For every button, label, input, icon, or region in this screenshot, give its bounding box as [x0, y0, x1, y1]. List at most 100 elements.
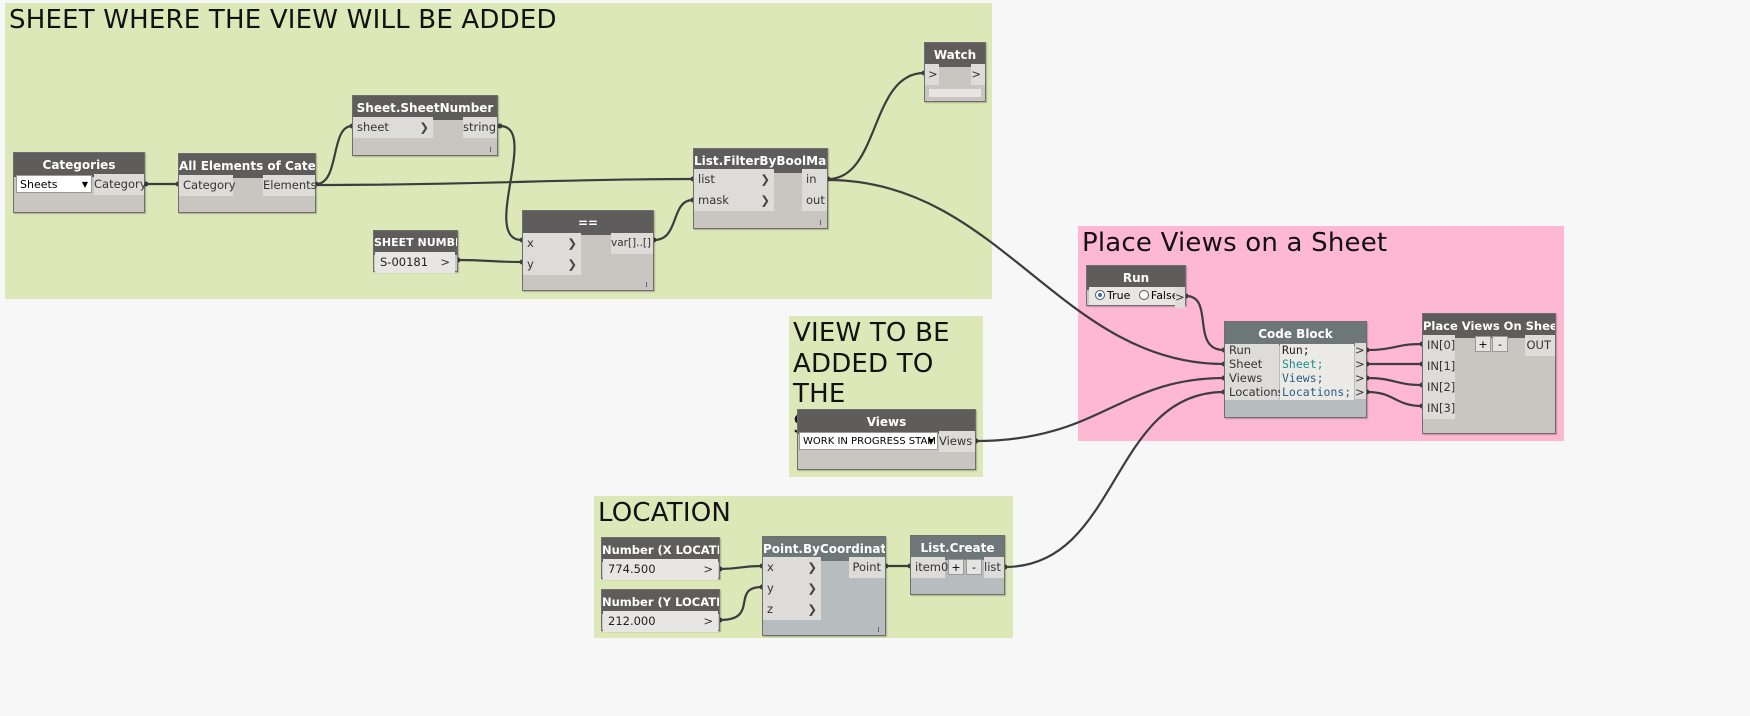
add-item-button[interactable]: + — [948, 559, 964, 575]
node-title: Views — [798, 410, 975, 434]
code-line-locations: Locations; — [1282, 385, 1352, 399]
output-port-string[interactable]: string — [463, 117, 497, 138]
add-input-button[interactable]: + — [1475, 336, 1491, 352]
input-port-category[interactable]: Category — [179, 175, 236, 196]
node-views[interactable]: Views WORK IN PROGRESS STAMP ▼ Views — [797, 409, 976, 470]
dropdown-value: WORK IN PROGRESS STAMP — [803, 436, 938, 447]
output-port-out[interactable]: OUT — [1525, 335, 1555, 356]
chevron-down-icon: ▼ — [81, 180, 88, 189]
views-dropdown[interactable]: WORK IN PROGRESS STAMP ▼ — [799, 432, 938, 450]
node-sheet-number-input[interactable]: SHEET NUMBER S-00181 > — [373, 230, 458, 273]
output-port-views[interactable]: Views — [939, 431, 975, 452]
node-number-y[interactable]: Number (Y LOCATION) 212.000 > — [601, 589, 720, 632]
port-label: x — [527, 236, 534, 250]
node-title: Number (X LOCATION) — [602, 538, 719, 562]
y-location-value[interactable]: 212.000 > — [603, 611, 718, 632]
watch-display — [929, 89, 981, 97]
value-text: S-00181 — [380, 255, 429, 269]
output-port-3[interactable]: > — [1355, 385, 1366, 399]
output-port-0[interactable]: > — [1355, 343, 1366, 357]
radio-false[interactable]: False — [1138, 289, 1179, 302]
node-title: List.Create — [911, 536, 1004, 560]
port-label: z — [767, 602, 774, 616]
category-dropdown[interactable]: Sheets ▼ — [16, 175, 92, 193]
chevron-right-icon: ❯ — [760, 172, 770, 186]
node-corner-mark — [820, 220, 821, 225]
output-port[interactable]: > — [703, 614, 713, 628]
node-sheet-number-property[interactable]: Sheet.SheetNumber sheet ❯ string — [352, 95, 498, 156]
input-port-y[interactable]: y❯ — [763, 578, 821, 599]
port-label: list — [698, 172, 715, 186]
node-all-elements[interactable]: All Elements of Category Category Elemen… — [178, 153, 317, 213]
input-port-sheet[interactable]: Sheet — [1229, 357, 1263, 371]
output-port[interactable]: > — [703, 562, 713, 576]
input-port-locations[interactable]: Locations — [1229, 385, 1284, 399]
remove-input-button[interactable]: - — [1492, 336, 1508, 352]
output-port-category[interactable]: Category — [94, 174, 147, 195]
port-label: x — [767, 560, 774, 574]
input-port-mask[interactable]: mask ❯ — [694, 190, 774, 211]
node-number-x[interactable]: Number (X LOCATION) 774.500 > — [601, 537, 720, 580]
output-port-list[interactable]: list — [984, 557, 1004, 578]
input-port-x[interactable]: x❯ — [763, 557, 821, 578]
node-run[interactable]: Run True False > — [1086, 265, 1186, 308]
node-title: Sheet.SheetNumber — [353, 96, 497, 120]
node-corner-mark — [490, 147, 491, 152]
code-editor[interactable] — [1280, 344, 1354, 400]
node-title: SHEET NUMBER — [374, 231, 457, 255]
input-port-watch[interactable]: > — [925, 64, 939, 85]
chevron-right-icon: ❯ — [760, 193, 770, 207]
port-label: sheet — [357, 120, 389, 134]
group-sheet[interactable]: SHEET WHERE THE VIEW WILL BE ADDED — [5, 3, 992, 299]
output-port-point[interactable]: Point — [849, 557, 885, 578]
group-location-title: LOCATION — [598, 498, 732, 528]
node-place-views-python[interactable]: Place Views On Sheet (Py) IN[0] IN[1] IN… — [1422, 313, 1556, 434]
port-label: mask — [698, 193, 729, 207]
node-title: Number (Y LOCATION) — [602, 590, 719, 614]
radio-true-label: True — [1107, 289, 1131, 302]
chevron-right-icon: ❯ — [567, 236, 577, 250]
input-port-run[interactable]: Run — [1229, 343, 1252, 357]
radio-true[interactable]: True — [1095, 289, 1130, 302]
sheet-number-value[interactable]: S-00181 > — [375, 252, 455, 273]
code-inputs — [1225, 344, 1279, 400]
input-port-in0[interactable]: IN[0] — [1423, 335, 1455, 356]
chevron-right-icon: ❯ — [419, 120, 429, 134]
output-port-watch[interactable]: > — [971, 64, 985, 85]
output-port-2[interactable]: > — [1355, 371, 1366, 385]
output-port-1[interactable]: > — [1355, 357, 1366, 371]
node-categories[interactable]: Categories Sheets ▼ Category — [13, 152, 147, 213]
input-port-y[interactable]: y❯ — [523, 254, 581, 275]
node-equals[interactable]: == x❯ y❯ var[]..[] — [522, 210, 654, 291]
node-title: Categories — [14, 153, 144, 177]
node-corner-mark — [646, 282, 647, 287]
output-port-in[interactable]: in — [802, 169, 827, 190]
remove-item-button[interactable]: - — [966, 559, 982, 575]
input-port-z[interactable]: z❯ — [763, 599, 821, 620]
chevron-right-icon: ❯ — [807, 560, 817, 574]
code-line-sheet: Sheet; — [1282, 357, 1324, 371]
output-port[interactable]: > — [440, 255, 450, 269]
x-location-value[interactable]: 774.500 > — [603, 559, 718, 580]
output-port-var[interactable]: var[]..[] — [611, 233, 653, 254]
input-port-x[interactable]: x❯ — [523, 233, 581, 254]
node-point-by-coordinates[interactable]: Point.ByCoordinates x❯ y❯ z❯ Point — [762, 536, 886, 636]
node-filter-by-bool-mask[interactable]: List.FilterByBoolMask list❯ mask❯ in out — [693, 148, 828, 229]
input-port-in2[interactable]: IN[2] — [1423, 377, 1455, 398]
input-port-list[interactable]: list ❯ — [694, 169, 774, 190]
input-port-views[interactable]: Views — [1229, 371, 1263, 385]
code-line-run: Run; — [1282, 343, 1310, 357]
node-list-create[interactable]: List.Create item0 + - list — [910, 535, 1005, 595]
input-port-in1[interactable]: IN[1] — [1423, 356, 1455, 377]
node-watch[interactable]: Watch > > — [924, 42, 986, 102]
input-port-item0[interactable]: item0 — [911, 557, 948, 578]
chevron-down-icon: ▼ — [927, 437, 934, 446]
input-port-sheet[interactable]: sheet ❯ — [353, 117, 433, 138]
output-port-run[interactable]: > — [1175, 287, 1185, 308]
node-title: Code Block — [1225, 322, 1366, 346]
input-port-in3[interactable]: IN[3] — [1423, 398, 1455, 419]
output-port-out[interactable]: out — [802, 190, 827, 211]
chevron-right-icon: ❯ — [807, 602, 817, 616]
node-code-block[interactable]: Code Block Run Sheet Views Locations Run… — [1224, 321, 1367, 418]
output-port-elements[interactable]: Elements — [263, 175, 317, 196]
